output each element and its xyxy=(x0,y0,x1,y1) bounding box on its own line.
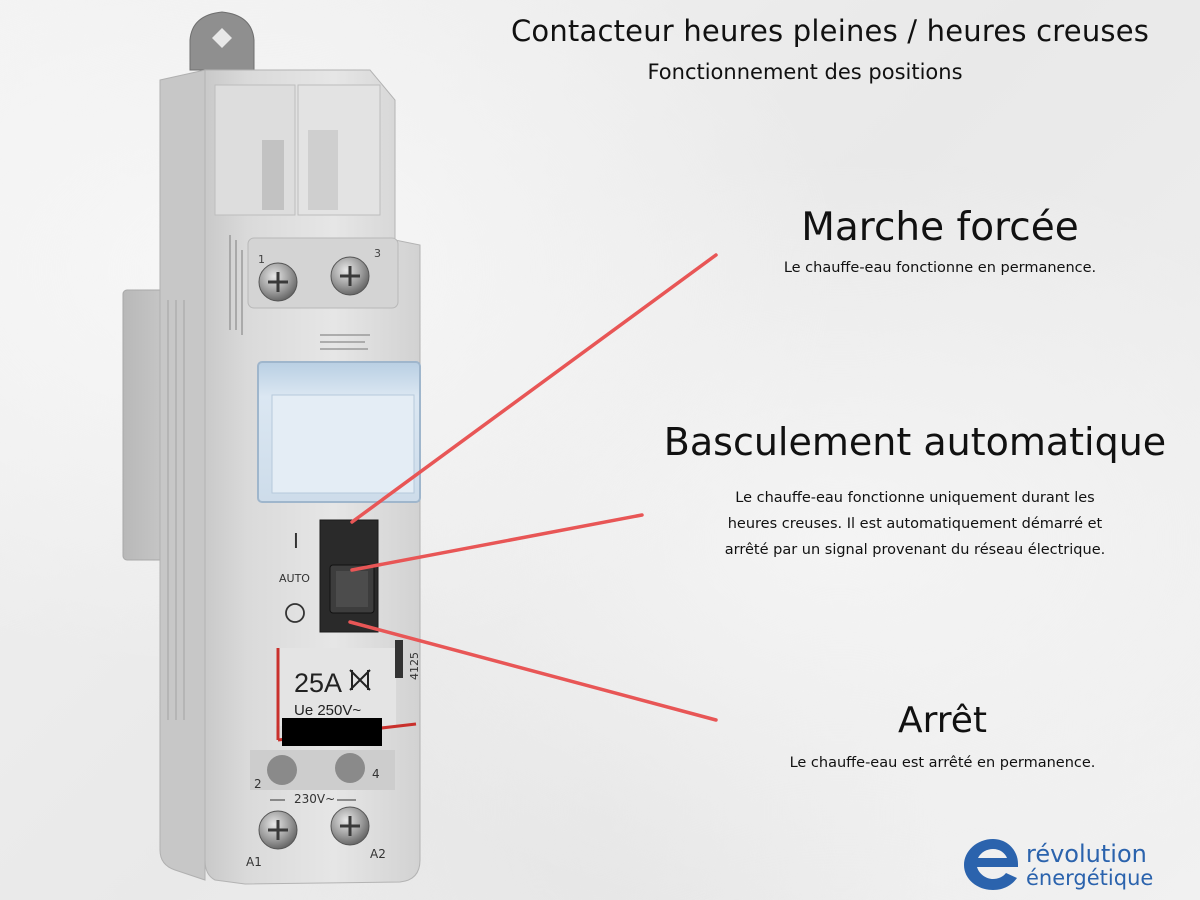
brand-logo-text-line1: révolution xyxy=(1026,840,1147,868)
brand-logo-icon xyxy=(964,839,1018,890)
switch-lever-highlight xyxy=(336,571,368,607)
top-slot-right xyxy=(308,130,338,210)
screw-3-slot xyxy=(340,266,360,286)
side-ribs xyxy=(167,300,185,720)
position-title-basculement: Basculement automatique xyxy=(663,420,1167,464)
terminal-label-1: 1 xyxy=(258,253,265,266)
position-desc-basculement-line: heures creuses. Il est automatiquement d… xyxy=(727,516,1103,532)
rating-plate xyxy=(276,648,396,726)
ref-text: 4125 xyxy=(408,652,421,680)
top-slot-left xyxy=(262,140,284,210)
position-title-marche-forcee: Marche forcée xyxy=(801,205,1079,250)
position-desc-basculement: Le chauffe-eau fonctionne uniquement dur… xyxy=(660,485,1170,563)
switch-label-auto: AUTO xyxy=(279,572,310,585)
position-desc-basculement-line: Le chauffe-eau fonctionne uniquement dur… xyxy=(735,490,1095,506)
brand-logo-text-line2: énergétique xyxy=(1026,866,1154,890)
screw-a1-slot xyxy=(268,820,288,840)
terminal-label-4: 4 xyxy=(372,767,380,781)
subtitle: Fonctionnement des positions xyxy=(647,60,963,84)
terminal-label-2: 2 xyxy=(254,777,262,791)
switch-label-on: I xyxy=(293,529,299,553)
terminal-label-a2: A2 xyxy=(370,847,386,861)
coil-voltage-text: 230V~ xyxy=(294,792,335,806)
terminal-label-3: 3 xyxy=(374,247,381,260)
rating-text: 25A xyxy=(294,668,342,698)
leader-line-marche xyxy=(350,253,718,524)
terminal-label-a1: A1 xyxy=(246,855,262,869)
position-desc-basculement-line: arrêté par un signal provenant du réseau… xyxy=(724,542,1106,558)
screw-a2-slot xyxy=(340,816,360,836)
body-side xyxy=(159,69,206,881)
rating-symbol xyxy=(349,669,371,691)
top-hook-hole xyxy=(212,28,232,48)
screw-2-top xyxy=(267,755,297,785)
body-fine-print xyxy=(229,235,370,350)
redaction-bar xyxy=(282,718,382,746)
screw-1-slot xyxy=(268,272,288,292)
leader-line-arret xyxy=(348,620,718,722)
voltage-text: Ue 250V~ xyxy=(294,702,361,719)
position-desc-arret: Le chauffe-eau est arrêté en permanence. xyxy=(789,755,1096,771)
position-desc-marche-forcee: Le chauffe-eau fonctionne en permanence. xyxy=(783,260,1097,276)
brand-logo xyxy=(964,839,1018,890)
screw-4-top xyxy=(335,753,365,783)
window-inner xyxy=(271,394,415,494)
switch-label-off-circle xyxy=(285,603,305,623)
main-title: Contacteur heures pleines / heures creus… xyxy=(510,14,1150,48)
barcode xyxy=(395,640,403,678)
position-title-arret: Arrêt xyxy=(897,700,988,741)
leader-line-bascule xyxy=(350,513,644,572)
